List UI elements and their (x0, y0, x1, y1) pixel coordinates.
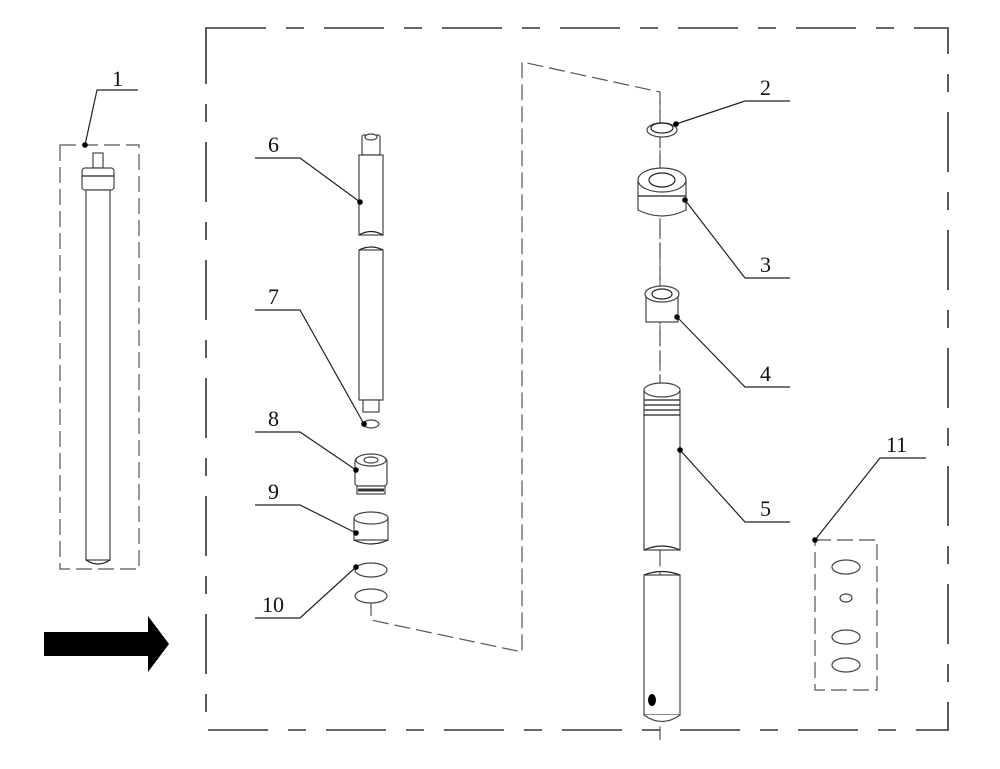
callout-1: 1 (82, 66, 138, 148)
callout-9: 9 (255, 479, 359, 536)
callout-5: 5 (677, 447, 790, 523)
part-seal-rings (354, 562, 388, 604)
part-bushing (644, 285, 680, 323)
callout-label-11: 11 (886, 432, 907, 457)
part-nut (637, 167, 687, 217)
callout-label-8: 8 (268, 406, 279, 431)
callout-label-5: 5 (760, 496, 771, 521)
callout-8: 8 (255, 406, 359, 473)
callout-3: 3 (682, 197, 790, 279)
callout-label-7: 7 (268, 284, 279, 309)
callout-label-10: 10 (262, 592, 284, 617)
callout-6: 6 (255, 132, 363, 205)
part-seal-kit (831, 559, 861, 673)
arrow-right-icon (44, 616, 169, 672)
callout-7: 7 (255, 284, 367, 427)
callout-label-2: 2 (760, 75, 771, 100)
callout-label-4: 4 (760, 361, 771, 386)
callout-label-6: 6 (268, 132, 279, 157)
assembly-path (370, 61, 661, 740)
callout-10: 10 (255, 564, 359, 619)
callout-4: 4 (674, 314, 790, 388)
exploded-view-frame (205, 27, 949, 731)
seal-kit-frame (814, 539, 878, 691)
callout-11: 11 (812, 432, 926, 543)
callout-label-3: 3 (760, 252, 771, 277)
callout-label-9: 9 (268, 479, 279, 504)
part-piston (354, 453, 388, 495)
callout-label-1: 1 (112, 66, 123, 91)
part-top-ring (646, 122, 678, 138)
assembled-view-frame (59, 144, 140, 570)
part-outer-tube (643, 382, 681, 723)
part-sleeve (353, 511, 389, 545)
assembled-unit (81, 152, 115, 565)
part-piston-rod (358, 133, 384, 413)
callout-2: 2 (673, 75, 790, 127)
